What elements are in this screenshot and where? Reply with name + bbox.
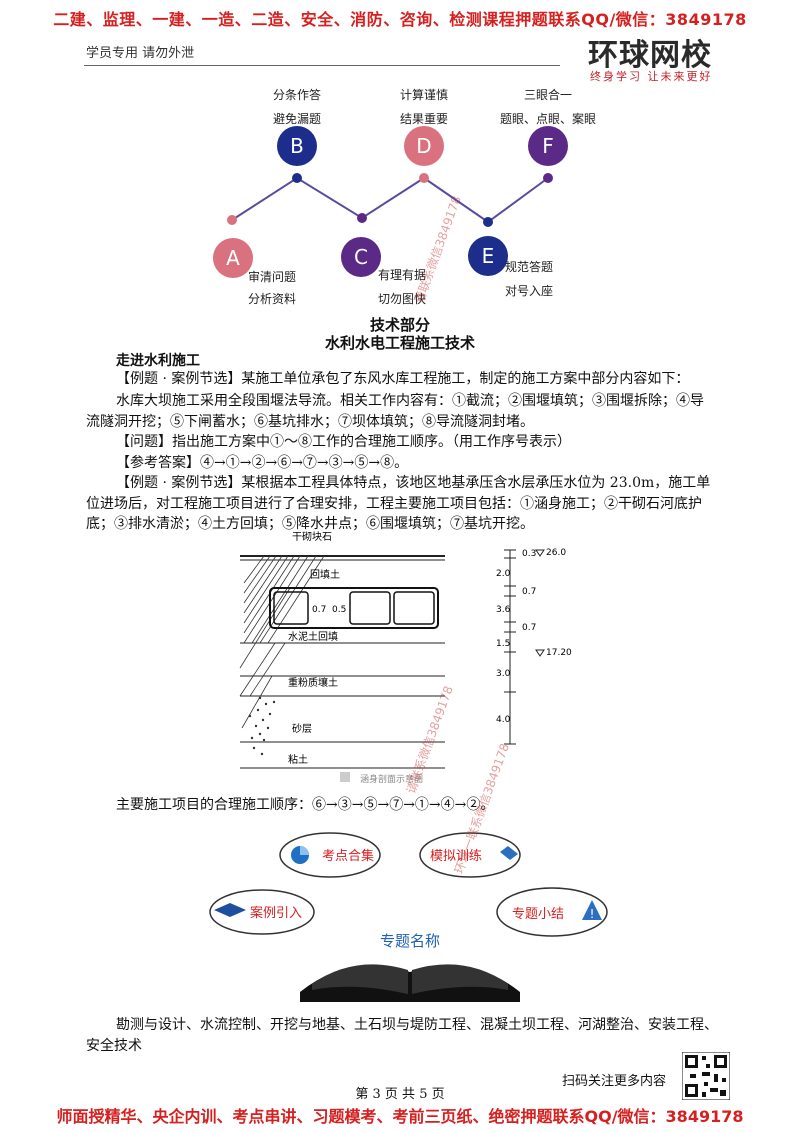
- example1-body-line2: 流隧洞开挖；⑤下闸蓄水；⑥基坑排水；⑦坝体填筑；⑧导流隧洞封堵。: [86, 414, 534, 430]
- part-title: 技术部分: [369, 316, 430, 334]
- method-node-a: A: [213, 238, 253, 278]
- seg-0: 0.3: [522, 549, 536, 559]
- example2-line3: 底；③排水清淤；④土方回填；⑤降水井点；⑥围堰填筑；⑦基坑开挖。: [86, 516, 534, 532]
- example1-question: 【问题】指出施工方案中①～⑧工作的合理施工顺序。（用工作序号表示）: [116, 434, 571, 450]
- node-e-circle: [468, 236, 508, 276]
- node-f-circle: [528, 126, 568, 166]
- node-b-label2: 避免漏题: [273, 112, 322, 126]
- elev-mid: 17.20: [546, 648, 572, 658]
- bottom-banner: 师面授精华、央企内训、考点串讲、习题模考、考前三页纸、绝密押题联系QQ/微信：3…: [56, 1107, 744, 1126]
- node-f-letter: F: [542, 134, 554, 158]
- node-f-label1: 三眼合一: [524, 88, 573, 102]
- culvert-section-figure: 干砌块石 回填土 水泥土回填 重粉质壤土 砂层 粘土 0.7 0.5 26.0 …: [239, 531, 572, 785]
- top-banner: 二建、监理、一建、一造、二造、安全、消防、咨询、检测课程押题联系QQ/微信：38…: [53, 10, 747, 29]
- logo-slogan: 终身学习 让未来更好: [590, 70, 713, 83]
- layer-clay: 粘土: [288, 753, 308, 766]
- layer-cement-soil: 水泥土回填: [288, 630, 338, 643]
- header-divider: [84, 65, 560, 66]
- dim-a: 0.7: [312, 605, 326, 615]
- example2-line1: 【例题 · 案例节选】某根据本工程具体特点，该地区地基承压含水层承压水位为 23…: [116, 475, 711, 491]
- method-node-c: C: [341, 237, 381, 277]
- bubble-case-intro: 案例引入: [250, 906, 302, 921]
- node-d-label2: 结果重要: [400, 112, 449, 126]
- node-c-circle: [341, 237, 381, 277]
- method-node-d: D: [404, 126, 444, 166]
- layer-silty-loam: 重粉质壤土: [288, 676, 338, 689]
- seg-6: 3.0: [496, 669, 511, 679]
- seg-1: 2.0: [496, 569, 511, 579]
- node-c-label1: 有理有据: [378, 268, 427, 282]
- svg-text:!: !: [590, 907, 595, 921]
- example1-body-line1: 水库大坝施工采用全段围堰法导流。相关工作内容有：①截流；②围堰填筑；③围堰拆除；…: [116, 393, 704, 409]
- topic-name: 专题名称: [380, 932, 440, 950]
- seg-4: 0.7: [522, 623, 536, 633]
- figure-caption: 涵身剖面示意图: [360, 773, 423, 785]
- bubble-mock-training: 模拟训练: [430, 849, 482, 864]
- node-a-circle: [213, 238, 253, 278]
- elev-top: 26.0: [546, 548, 566, 558]
- method-node-f: F: [528, 126, 568, 166]
- node-a-label1: 审清问题: [248, 270, 297, 284]
- topic-graphic: ! 考点合集 模拟训练 案例引入 专题小结 专题名称: [209, 832, 608, 1002]
- bubble-summary: 专题小结: [512, 907, 564, 922]
- node-d-circle: [404, 126, 444, 166]
- node-a-letter: A: [226, 246, 240, 270]
- node-e-label2: 对号入座: [505, 284, 554, 298]
- handshake-icon: [500, 846, 518, 860]
- scan-note: 扫码关注更多内容: [562, 1074, 667, 1089]
- layer-backfill: 回填土: [310, 568, 340, 581]
- warning-icon: [582, 900, 602, 920]
- node-f-label2: 题眼、点眼、案眼: [500, 112, 597, 126]
- topics-line2: 安全技术: [86, 1038, 142, 1054]
- section-title: 走进水利施工: [116, 353, 200, 369]
- node-c-letter: C: [354, 245, 368, 269]
- bubble-exam-points: 考点合集: [322, 848, 374, 864]
- example1-intro: 【例题 · 案例节选】某施工单位承包了东风水库工程施工，制定的施工方案中部分内容…: [116, 371, 690, 387]
- dim-b: 0.5: [332, 605, 346, 615]
- graduation-cap-icon: [214, 903, 246, 917]
- seg-5: 1.5: [496, 639, 510, 649]
- method-node-b: B: [277, 126, 317, 166]
- seg-7: 4.0: [496, 715, 511, 725]
- logo: 环球网校: [588, 38, 712, 73]
- node-a-label2: 分析资料: [248, 292, 297, 306]
- layer-dry-stone: 干砌块石: [292, 531, 332, 543]
- seg-3: 3.6: [496, 605, 511, 615]
- learner-note: 学员专用 请勿外泄: [86, 46, 195, 61]
- method-diagram: A B C D E F: [213, 126, 568, 278]
- chapter-title: 水利水电工程施工技术: [324, 334, 475, 352]
- node-e-letter: E: [482, 244, 495, 268]
- topics-line1: 勘测与设计、水流控制、开挖与地基、土石坝与堤防工程、混凝土坝工程、河湖整治、安装…: [116, 1017, 718, 1033]
- node-e-label1: 规范答题: [505, 260, 554, 274]
- node-b-label1: 分条作答: [273, 88, 322, 102]
- seg-2: 0.7: [522, 587, 536, 597]
- node-c-label2: 切勿图快: [378, 292, 427, 306]
- node-d-letter: D: [416, 134, 431, 158]
- layer-sand: 砂层: [292, 722, 312, 735]
- qr-code-icon[interactable]: [682, 1052, 730, 1100]
- construction-sequence: 主要施工项目的合理施工顺序：⑥→③→⑤→⑦→①→④→②。: [116, 797, 495, 813]
- node-d-label1: 计算谨慎: [400, 88, 449, 102]
- node-b-circle: [277, 126, 317, 166]
- method-node-e: E: [468, 236, 508, 276]
- example1-answer: 【参考答案】④→①→②→⑥→⑦→③→⑤→⑧。: [116, 455, 409, 471]
- example2-line2: 位进场后，对工程施工项目进行了合理安排，工程主要施工项目包括：①涵身施工；②干砌…: [86, 496, 702, 512]
- node-b-letter: B: [290, 134, 304, 158]
- page-number: 第 3 页 共 5 页: [355, 1087, 445, 1102]
